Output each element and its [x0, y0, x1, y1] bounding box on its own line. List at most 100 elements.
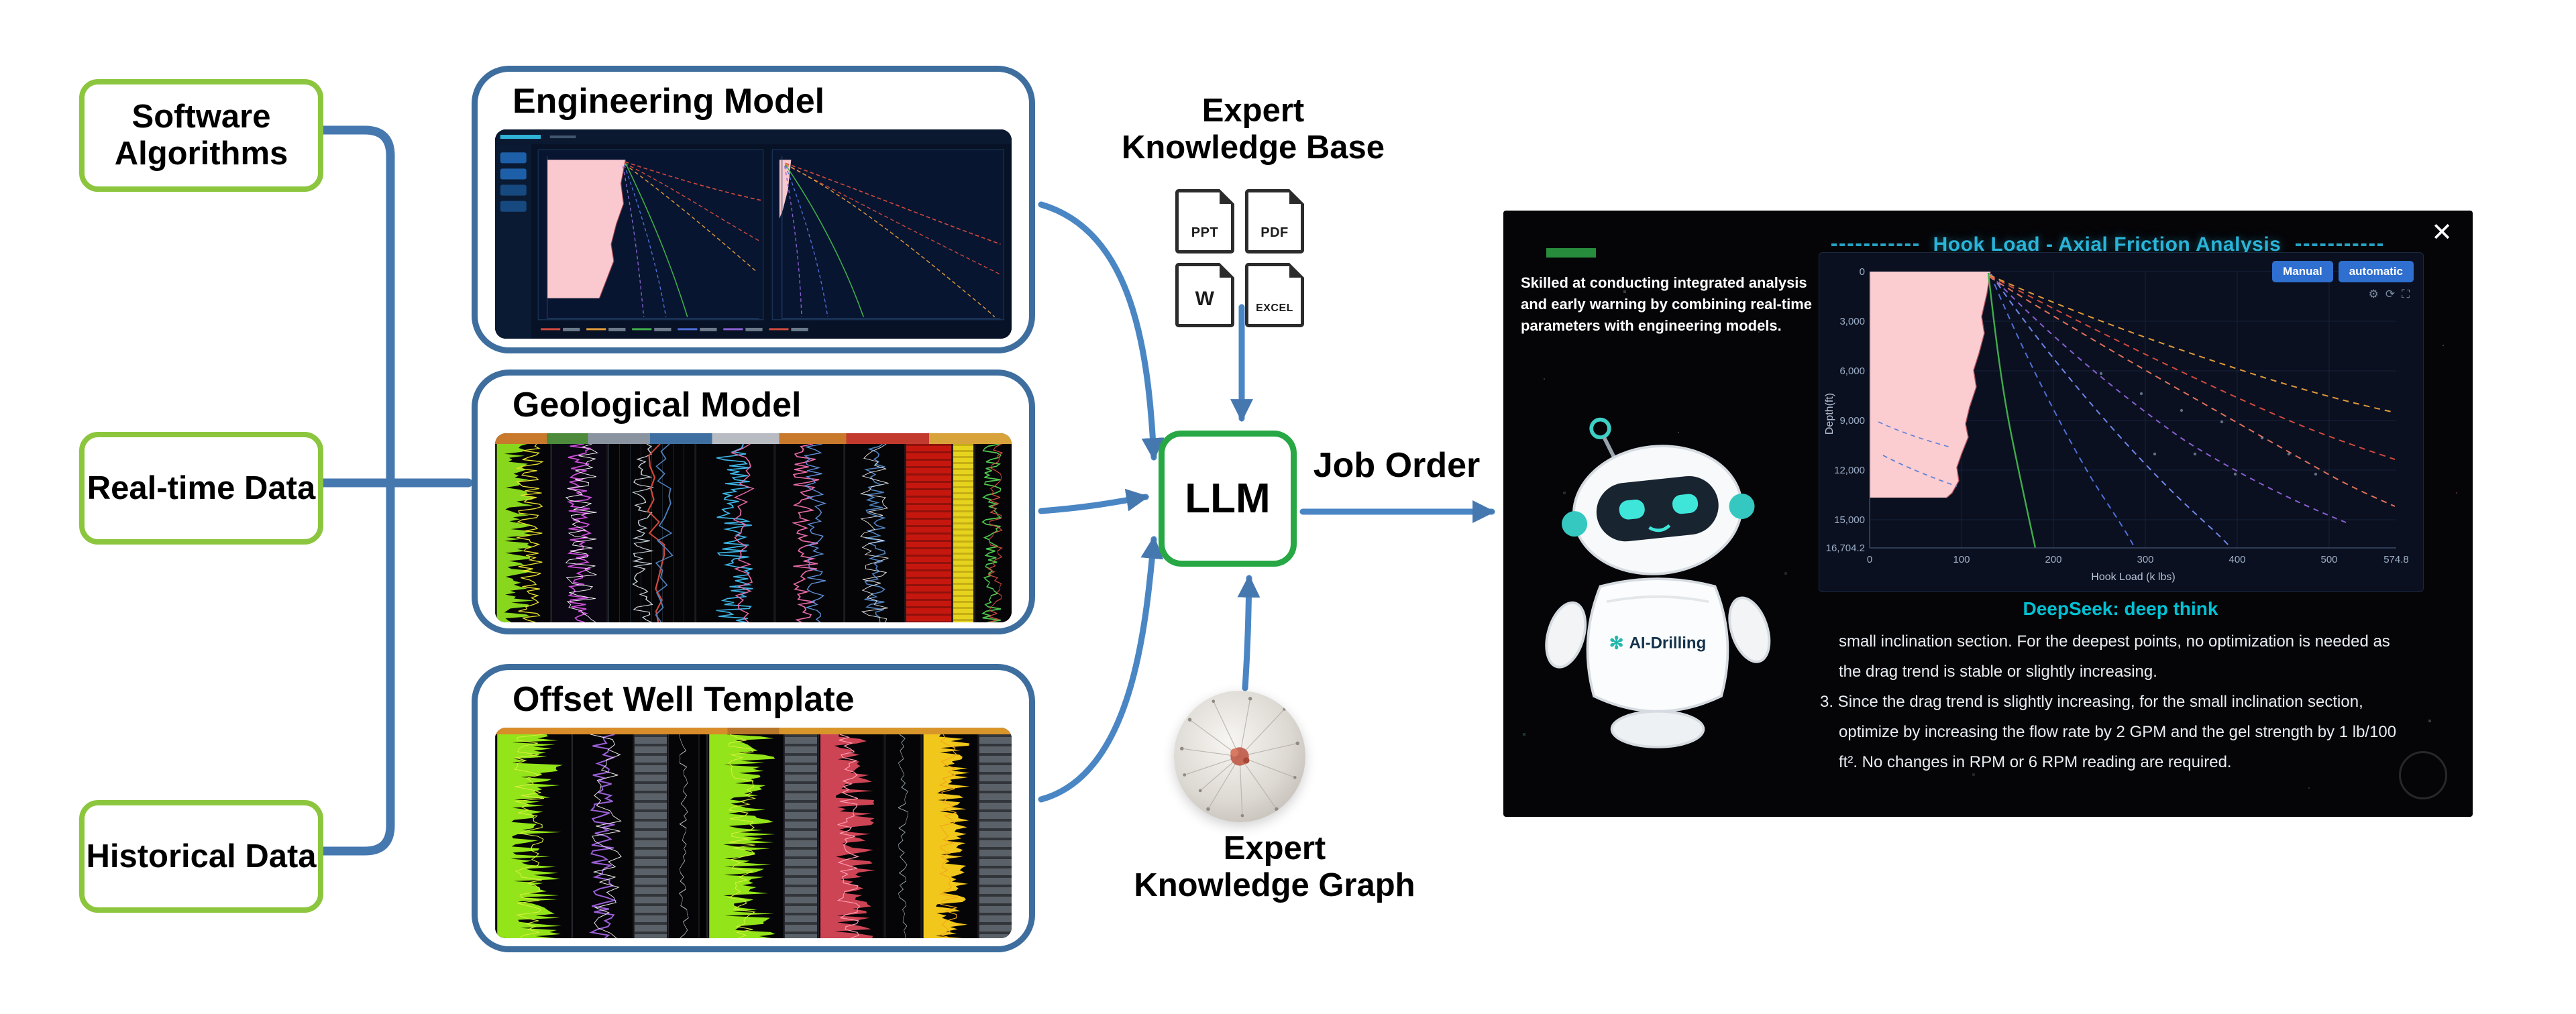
ytick: 6,000 — [1839, 365, 1865, 377]
geological-tracks — [495, 444, 1012, 622]
input-box-historical-data: Historical Data — [79, 800, 323, 913]
automatic-button[interactable]: automatic — [2338, 261, 2414, 282]
llm-label: LLM — [1185, 475, 1271, 522]
analysis-line: optimize by increasing the flow rate by … — [1839, 723, 2397, 741]
ai-drilling-panel: Hook Load - Axial Friction Analysis ✕ Sk… — [1503, 211, 2473, 817]
x-axis-label: Hook Load (k lbs) — [2091, 571, 2175, 583]
ai-drilling-logo-icon: ✻ — [1609, 632, 1624, 653]
expert-knowledge-graph-title: Expert Knowledge Graph — [1100, 830, 1449, 904]
hookload-chart-plot: 0 3,000 6,000 9,000 12,000 15,000 16,704… — [1824, 266, 2409, 583]
log-header-strip — [495, 433, 1012, 444]
log-track — [696, 444, 773, 622]
analysis-line: ft². No changes in RPM or 6 RPM reading … — [1839, 753, 2232, 771]
log-track-gray-block — [979, 734, 1012, 938]
xtick: 574.8 — [2383, 554, 2409, 565]
model-title: Offset Well Template — [513, 680, 855, 719]
input-label: Historical Data — [86, 838, 317, 875]
ytick: 16,704.2 — [1826, 543, 1865, 554]
refresh-icon[interactable]: ⟳ — [2385, 288, 2396, 300]
log-track — [774, 444, 844, 622]
title-dash-right — [2296, 243, 2383, 246]
input-label: Software Algorithms — [114, 99, 288, 172]
expand-icon[interactable]: ⛶ — [2402, 288, 2410, 300]
analysis-line: small inclination section. For the deepe… — [1839, 632, 2390, 651]
bracket-bottom — [308, 480, 395, 856]
analysis-line: the drag trend is stable or slightly inc… — [1839, 663, 2157, 681]
log-track — [975, 444, 1012, 622]
knowledge-graph-image — [1174, 691, 1305, 822]
doc-label: PPT — [1191, 225, 1219, 240]
log-track — [922, 734, 978, 938]
job-order-label: Job Order — [1313, 446, 1481, 485]
expert-knowledge-base-title: Expert Knowledge Base — [1092, 93, 1414, 166]
kg-title-line2: Knowledge Graph — [1134, 866, 1415, 903]
chart-tool-icons: ⚙ ⟳ ⛶ — [2369, 288, 2410, 301]
y-axis-label: Depth(ft) — [1824, 393, 1835, 435]
chart-mode-buttons: Manual automatic — [2272, 261, 2414, 282]
gear-icon[interactable]: ⚙ — [2368, 288, 2379, 300]
doc-label: EXCEL — [1256, 302, 1293, 314]
model-box-offset-well: Offset Well Template — [472, 664, 1035, 952]
geological-screenshot — [495, 433, 1012, 622]
analysis-line: 3. Since the drag trend is slightly incr… — [1820, 693, 2363, 711]
doc-label: W — [1195, 288, 1215, 310]
pdf-doc-icon: PDF — [1245, 189, 1304, 253]
bracket-top — [308, 125, 395, 486]
model-title: Engineering Model — [513, 82, 825, 121]
model-box-geological: Geological Model — [472, 370, 1035, 634]
title-dash-left — [1831, 243, 1919, 246]
panel-divider — [700, 734, 706, 938]
log-track-red-block — [905, 444, 952, 622]
ytick: 3,000 — [1839, 316, 1865, 327]
log-track — [495, 444, 550, 622]
robot-art — [1545, 417, 1771, 748]
kg-title-line1: Expert — [1223, 830, 1326, 866]
ytick: 0 — [1860, 266, 1865, 278]
engineering-chart-art — [495, 129, 1012, 339]
xtick: 200 — [2045, 554, 2061, 565]
panel-green-decoration — [1546, 248, 1596, 258]
manual-button[interactable]: Manual — [2272, 261, 2333, 282]
robot-mascot: ✻ AI-Drilling — [1530, 398, 1785, 787]
log-track — [495, 734, 571, 938]
model-title: Geological Model — [513, 386, 802, 425]
log-track — [818, 734, 884, 938]
xtick: 500 — [2320, 554, 2337, 565]
knowledge-graph-network — [1180, 697, 1299, 818]
arrow-geological-to-llm — [1038, 488, 1150, 514]
log-track — [845, 444, 904, 622]
deepseek-title: DeepSeek: deep think — [2023, 598, 2218, 619]
log-track-gray-block — [784, 734, 817, 938]
log-track-gray-block — [634, 734, 667, 938]
log-track — [667, 734, 699, 938]
log-track — [607, 444, 695, 622]
panel-star-decoration — [1503, 211, 1505, 212]
input-label: Real-time Data — [87, 469, 316, 506]
xtick: 100 — [1953, 554, 1970, 565]
arrow-kg-to-llm — [1237, 574, 1260, 691]
hookload-chart: Manual automatic ⚙ ⟳ ⛶ — [1819, 252, 2424, 592]
log-track — [551, 444, 606, 622]
engineering-screenshot — [495, 129, 1012, 339]
doc-label: PDF — [1260, 225, 1289, 240]
offset-well-screenshot — [495, 728, 1012, 938]
arrow-offset-to-llm — [1038, 535, 1164, 803]
close-icon[interactable]: ✕ — [2431, 219, 2453, 247]
input-box-realtime-data: Real-time Data — [79, 432, 323, 545]
panel-title-row: Hook Load - Axial Friction Analysis — [1825, 233, 2389, 256]
panel-title: Hook Load - Axial Friction Analysis — [1933, 233, 2282, 256]
log-header-strip — [495, 728, 1012, 734]
xtick: 400 — [2229, 554, 2245, 565]
ytick: 12,000 — [1834, 465, 1865, 476]
ai-drilling-label: AI-Drilling — [1629, 634, 1707, 653]
excel-doc-icon: EXCEL — [1245, 263, 1304, 327]
knowledge-base-docs: PPT PDF W EXCEL — [1175, 189, 1309, 327]
ytick: 15,000 — [1834, 514, 1865, 526]
input-box-software-algorithms: Software Algorithms — [79, 79, 323, 192]
model-box-engineering: Engineering Model — [472, 66, 1035, 353]
word-doc-icon: W — [1175, 263, 1234, 327]
kb-title-line2: Knowledge Base — [1121, 129, 1385, 166]
xtick: 0 — [1867, 554, 1872, 565]
log-track — [885, 734, 921, 938]
